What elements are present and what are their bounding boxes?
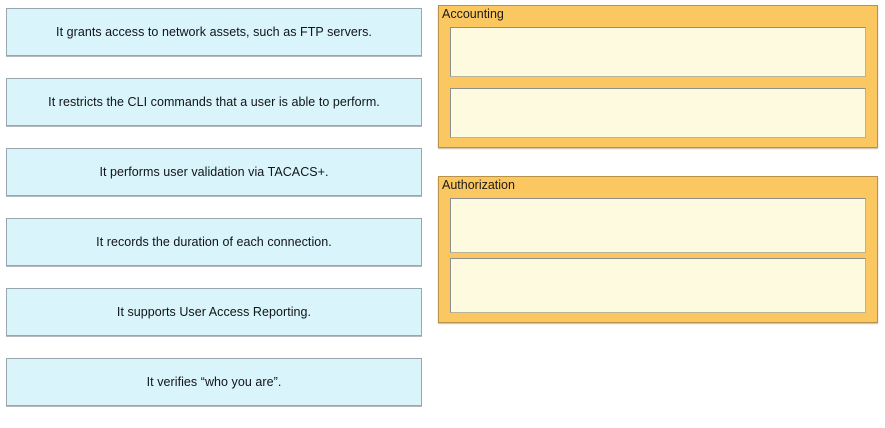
source-tile-duration[interactable]: It records the duration of each connecti… xyxy=(6,218,422,266)
source-tile-cli-commands[interactable]: It restricts the CLI commands that a use… xyxy=(6,78,422,126)
drop-panel-authorization[interactable]: Authorization xyxy=(438,176,878,323)
drop-panel-title: Accounting xyxy=(442,7,504,21)
source-tile-label: It verifies “who you are”. xyxy=(146,374,282,389)
drop-slot-group xyxy=(450,198,866,313)
source-item-list: It grants access to network assets, such… xyxy=(6,8,422,428)
drop-slot[interactable] xyxy=(450,258,866,313)
source-tile-user-access-reporting[interactable]: It supports User Access Reporting. xyxy=(6,288,422,336)
drop-slot[interactable] xyxy=(450,27,866,77)
source-tile-label: It records the duration of each connecti… xyxy=(96,234,332,249)
source-tile-label: It performs user validation via TACACS+. xyxy=(99,164,329,179)
source-tile-ftp-servers[interactable]: It grants access to network assets, such… xyxy=(6,8,422,56)
source-tile-tacacs[interactable]: It performs user validation via TACACS+. xyxy=(6,148,422,196)
source-tile-label: It grants access to network assets, such… xyxy=(56,24,372,39)
drop-panel-title: Authorization xyxy=(442,178,515,192)
source-tile-who-you-are[interactable]: It verifies “who you are”. xyxy=(6,358,422,406)
drop-slot-group xyxy=(450,27,866,138)
drop-slot[interactable] xyxy=(450,88,866,138)
drop-panel-accounting[interactable]: Accounting xyxy=(438,5,878,148)
drop-slot[interactable] xyxy=(450,198,866,253)
source-tile-label: It supports User Access Reporting. xyxy=(116,304,312,319)
source-tile-label: It restricts the CLI commands that a use… xyxy=(48,94,380,109)
